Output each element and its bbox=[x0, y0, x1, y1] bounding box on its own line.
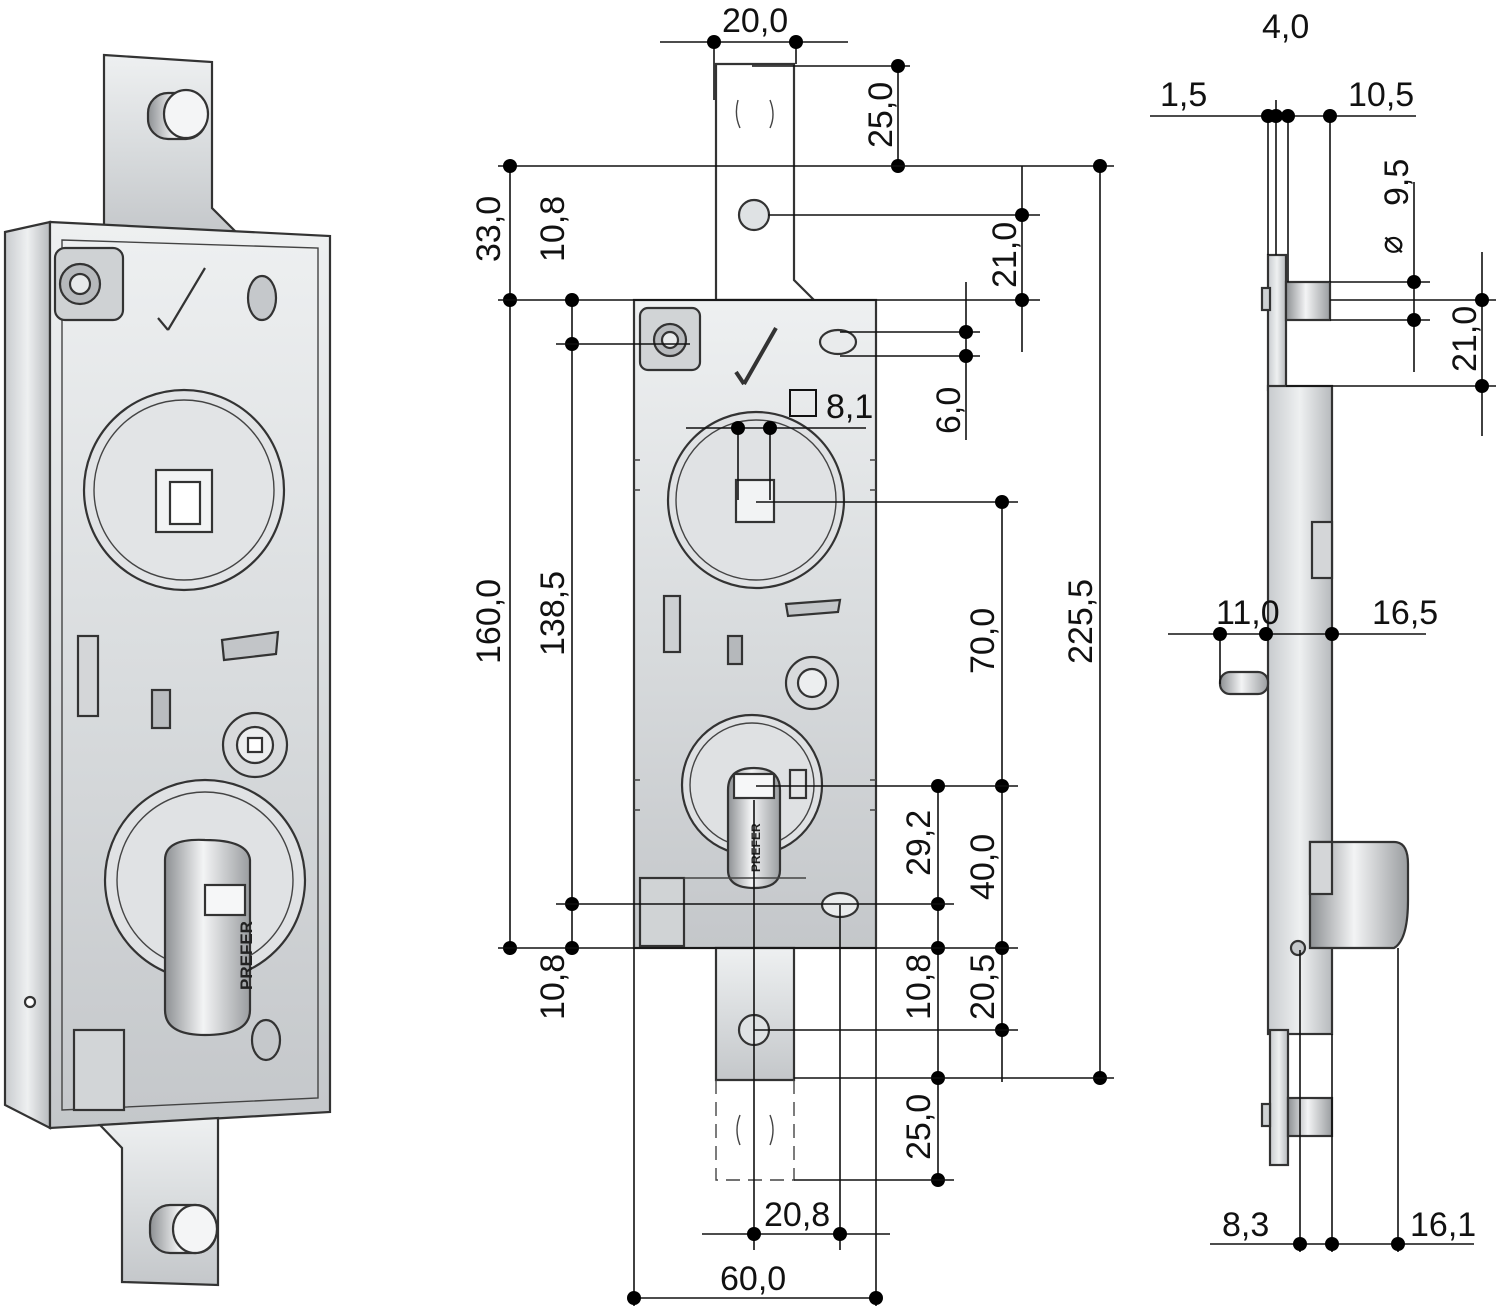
dim-hole-spacing: 138,5 bbox=[534, 571, 572, 656]
hex-screw bbox=[221, 711, 289, 779]
corner-slot-bottom-right bbox=[250, 1018, 282, 1062]
front-square-drive bbox=[734, 478, 776, 524]
dim-cylinder-projection: 16,1 bbox=[1410, 1206, 1476, 1244]
dim-top-tab-width: 20,0 bbox=[722, 2, 788, 40]
lock-side-view bbox=[1218, 253, 1410, 1167]
front-bottom-tab-extension bbox=[715, 1080, 795, 1181]
dim-body-width: 60,0 bbox=[720, 1260, 786, 1298]
diameter-symbol: ⌀ bbox=[1372, 236, 1410, 254]
dim-lower-hole-offset-right: 10,8 bbox=[900, 954, 938, 1020]
dim-pin-length: 10,5 bbox=[1348, 76, 1414, 114]
side-cylinder bbox=[1308, 840, 1410, 950]
lock-front-view: PREFER bbox=[632, 62, 878, 1181]
side-dimension-lines bbox=[1150, 100, 1496, 1252]
dim-lower-pin-to-body: 20,5 bbox=[964, 954, 1002, 1020]
dim-drive-to-cylinder: 70,0 bbox=[964, 608, 1002, 674]
top-mounting-pin bbox=[146, 88, 210, 141]
side-notch-upper bbox=[1310, 520, 1334, 580]
side-top-tab bbox=[1266, 253, 1288, 392]
cylinder-housing: PREFER bbox=[103, 778, 307, 1037]
front-brand-label: PREFER bbox=[749, 823, 763, 872]
dim-bolt-projection: 11,0 bbox=[1216, 594, 1280, 632]
body-side-flange bbox=[3, 220, 52, 1130]
dim-cylinder-to-hole: 29,2 bbox=[900, 810, 938, 876]
side-hole bbox=[23, 995, 37, 1009]
bottom-latch-block bbox=[72, 1028, 126, 1112]
dim-bottom-tab-length: 25,0 bbox=[900, 1094, 938, 1160]
front-top-pin-outline bbox=[735, 99, 774, 129]
bottom-mounting-tab bbox=[97, 1116, 220, 1287]
side-top-pin bbox=[1284, 280, 1332, 322]
square-symbol bbox=[789, 389, 817, 417]
dim-top-tab-length: 25,0 bbox=[862, 82, 900, 148]
side-latch bbox=[76, 634, 100, 718]
square-drive-plate bbox=[82, 388, 286, 592]
front-side-latch bbox=[662, 594, 682, 654]
front-indicator bbox=[784, 598, 842, 618]
side-bottom-pin bbox=[1286, 1096, 1334, 1138]
front-dimension-lines bbox=[498, 35, 1114, 1306]
check-lever bbox=[157, 267, 206, 331]
dim-cylinder-offset: 8,3 bbox=[1222, 1206, 1269, 1244]
front-small-latch bbox=[726, 634, 744, 666]
front-check-lever bbox=[734, 327, 778, 386]
cylinder-brand-label: PREFER bbox=[237, 921, 256, 990]
dim-cylinder-to-body: 40,0 bbox=[964, 834, 1002, 900]
front-top-tab bbox=[714, 62, 817, 302]
dim-cylinder-to-hole-horizontal: 20,8 bbox=[764, 1196, 830, 1234]
dim-top-overall: 33,0 bbox=[470, 196, 508, 262]
front-top-hole bbox=[737, 198, 771, 232]
dim-pin-diameter: 9,5 bbox=[1378, 159, 1416, 206]
dim-pin-offset: 21,0 bbox=[1446, 306, 1484, 372]
lock-3d-view: PREFER bbox=[3, 53, 332, 1287]
side-dimension-labels: 1,5 4,0 10,5 9,5 ⌀ 21,0 11,0 16,5 8,3 16… bbox=[1160, 8, 1484, 1244]
side-bolt bbox=[1218, 670, 1270, 696]
front-bottom-block bbox=[638, 876, 686, 948]
dim-total-height: 225,5 bbox=[1062, 579, 1100, 664]
dim-body-depth: 16,5 bbox=[1372, 594, 1438, 632]
dim-lower-hole-offset-left: 10,8 bbox=[534, 954, 572, 1020]
top-mounting-tab bbox=[102, 53, 243, 238]
status-indicator bbox=[220, 630, 280, 662]
dim-slot-height: 6,0 bbox=[930, 387, 968, 434]
small-latch bbox=[150, 688, 172, 730]
front-dimension-labels: 20,0 25,0 33,0 10,8 21,0 160,0 138,5 6,0… bbox=[470, 2, 1100, 1298]
dim-flange: 4,0 bbox=[1262, 8, 1309, 46]
dim-plate-thickness: 1,5 bbox=[1160, 76, 1207, 114]
corner-slot-top-right bbox=[246, 274, 278, 322]
dim-upper-pin-to-body: 21,0 bbox=[986, 222, 1024, 288]
side-bottom-tab bbox=[1268, 1028, 1290, 1167]
lock-body-inner-edge bbox=[61, 239, 319, 1111]
dim-body-height: 160,0 bbox=[470, 579, 508, 664]
dim-upper-hole-offset: 10,8 bbox=[534, 196, 572, 262]
front-upper-slot bbox=[818, 328, 858, 356]
dim-square-drive: 8,1 bbox=[826, 388, 873, 426]
corner-screw-top-left bbox=[53, 246, 125, 322]
bottom-mounting-pin bbox=[148, 1203, 219, 1255]
